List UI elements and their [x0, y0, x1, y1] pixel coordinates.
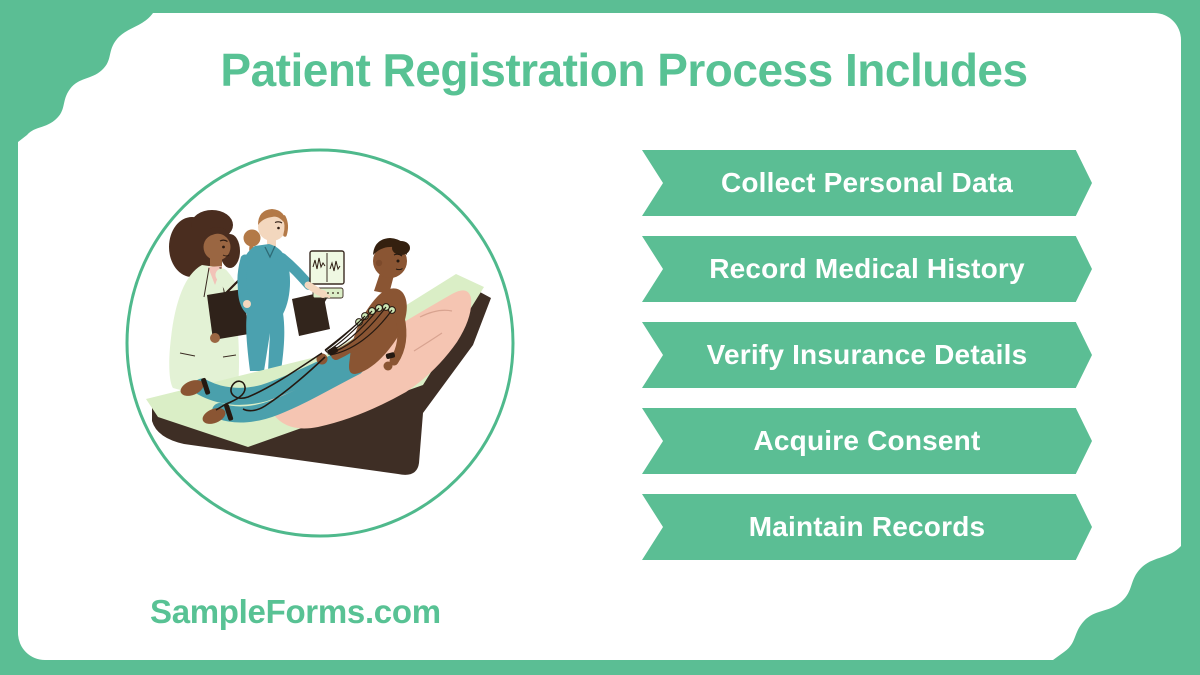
- step-banner-record-medical-history: Record Medical History: [642, 236, 1092, 302]
- nurse-hand-on-panel: [304, 281, 331, 298]
- step-label: Acquire Consent: [753, 425, 981, 456]
- step-label: Collect Personal Data: [720, 167, 1014, 198]
- step-banner-maintain-records: Maintain Records: [642, 494, 1092, 560]
- steps-list: Collect Personal Data Record Medical His…: [642, 150, 1092, 580]
- website-label: SampleForms.com: [150, 593, 441, 630]
- nurse-figure: [237, 209, 314, 371]
- ecg-cable-2: [242, 356, 326, 412]
- ecg-wires: [324, 306, 393, 356]
- illustration-circle: [122, 145, 518, 541]
- ecg-cable-1: [215, 352, 323, 411]
- ecg-illustration: [125, 148, 515, 538]
- doctor-figure: [169, 210, 249, 394]
- step-label: Record Medical History: [709, 253, 1025, 284]
- clipboard: [207, 289, 249, 340]
- step-label: Maintain Records: [748, 511, 986, 542]
- step-label: Verify Insurance Details: [706, 339, 1028, 370]
- step-banner-verify-insurance-details: Verify Insurance Details: [642, 322, 1092, 388]
- step-banner-collect-personal-data: Collect Personal Data: [642, 150, 1092, 216]
- page-title: Patient Registration Process Includes: [220, 44, 1028, 96]
- patient-figure: [180, 238, 410, 424]
- step-banner-acquire-consent: Acquire Consent: [642, 408, 1092, 474]
